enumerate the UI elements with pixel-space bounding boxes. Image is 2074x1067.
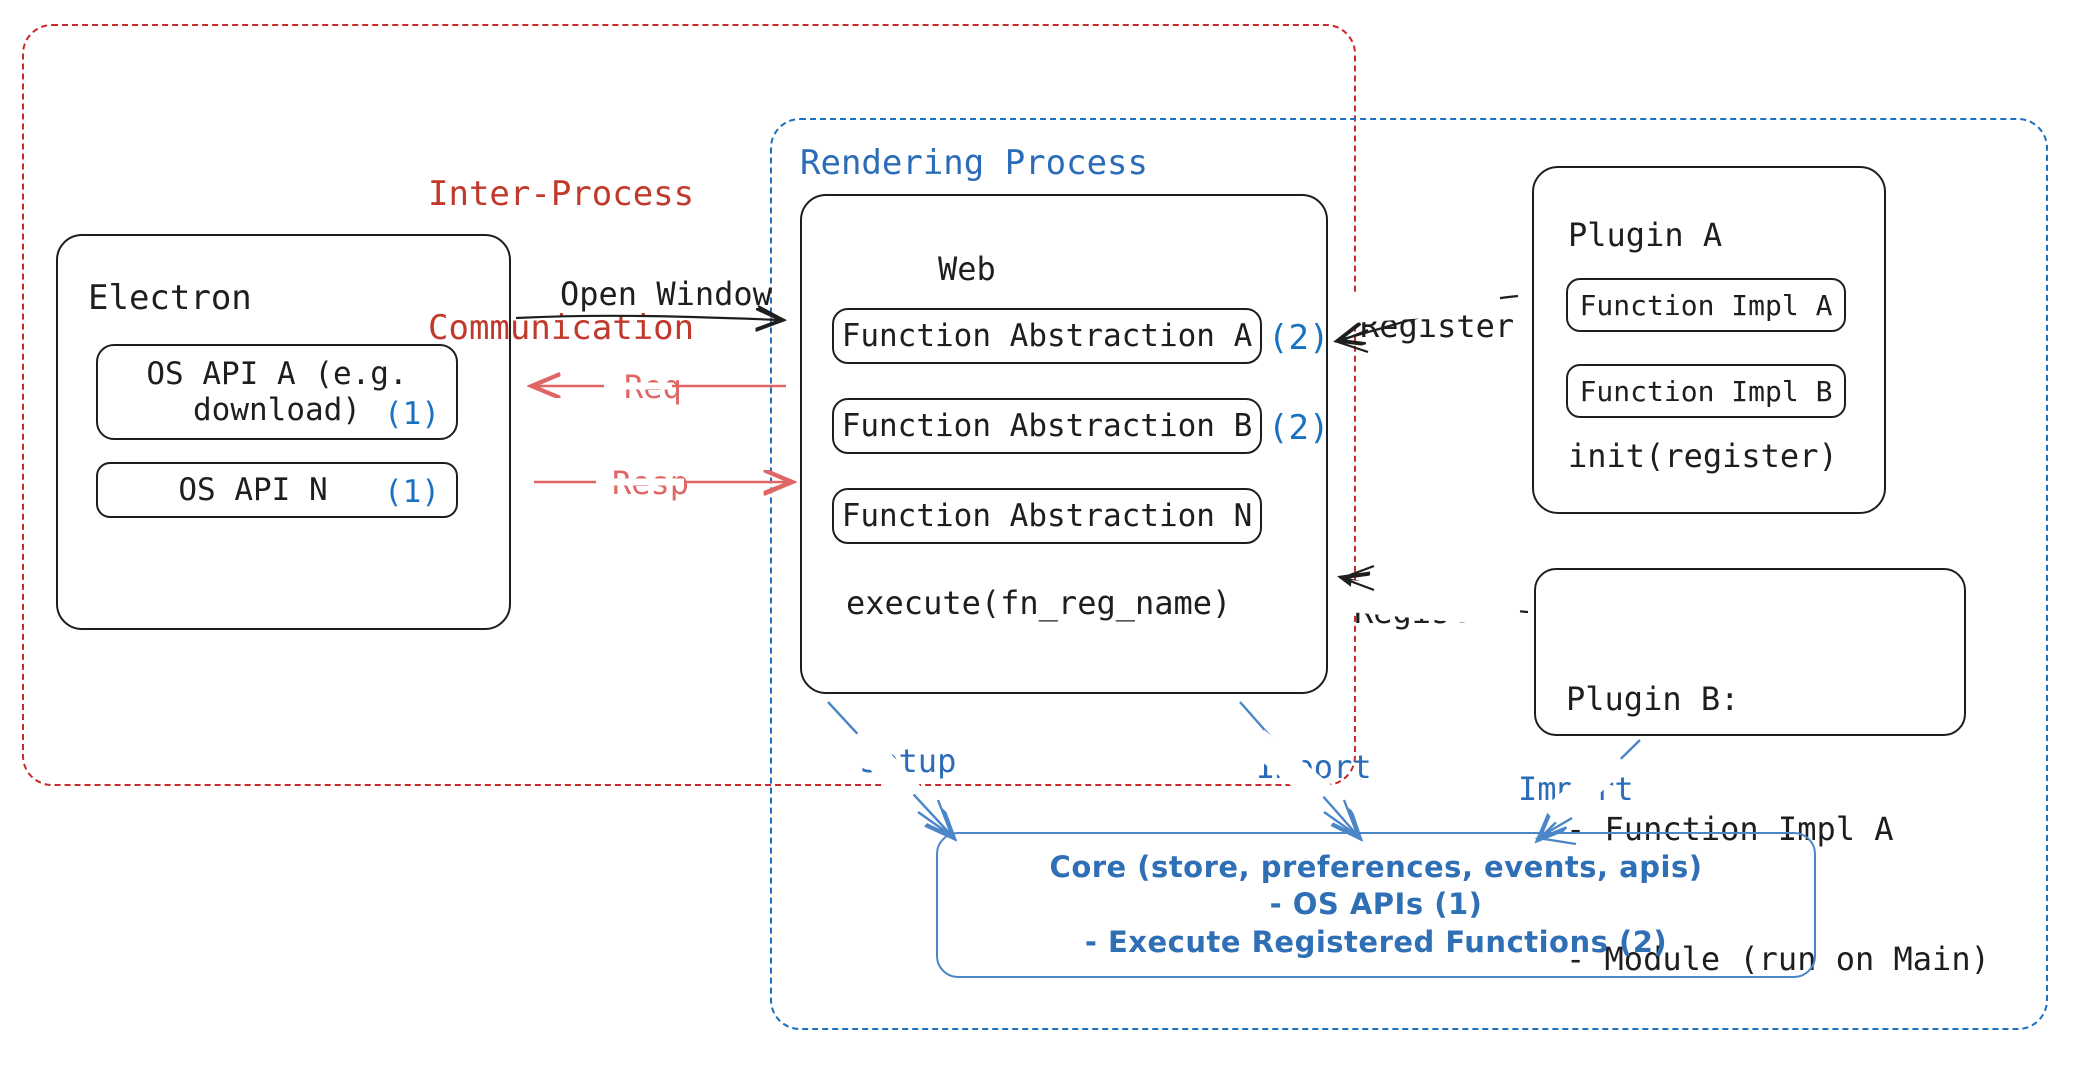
os-api-n-box[interactable]: OS API N: [96, 462, 458, 518]
import-web-label: Import: [1256, 748, 1372, 786]
function-abstraction-a-box[interactable]: Function Abstraction A: [832, 308, 1262, 364]
plugin-b-item-1: - Module (run on Main): [1566, 939, 1990, 978]
function-impl-b-label: Function Impl B: [1579, 374, 1833, 408]
open-window-label: Open Window: [560, 275, 772, 313]
web-box: [800, 194, 1328, 694]
os-api-n-marker: (1): [384, 474, 440, 510]
resp-label: Resp: [612, 464, 690, 502]
function-abstraction-a-marker: (2): [1268, 318, 1330, 358]
os-api-a-marker: (1): [384, 396, 440, 432]
plugin-a-init-label: init(register): [1568, 437, 1838, 475]
os-api-a-box[interactable]: OS API A (e.g. download): [96, 344, 458, 440]
os-api-a-line1: OS API A (e.g.: [146, 356, 408, 392]
function-abstraction-n-label: Function Abstraction N: [841, 498, 1253, 534]
core-line-2: - Execute Registered Functions (2): [1084, 924, 1668, 959]
core-line-0: Core (store, preferences, events, apis): [1049, 850, 1703, 885]
plugin-b-box: [1534, 568, 1966, 736]
plugin-b-title: Plugin B:: [1566, 680, 1740, 719]
rendering-process-label: Rendering Process: [800, 143, 1148, 183]
function-abstraction-n-box[interactable]: Function Abstraction N: [832, 488, 1262, 544]
function-abstraction-a-label: Function Abstraction A: [841, 318, 1253, 354]
core-box: Core (store, preferences, events, apis) …: [936, 832, 1816, 978]
ipc-container: [22, 24, 1356, 786]
function-impl-a-box[interactable]: Function Impl A: [1566, 278, 1846, 332]
web-title: Web: [938, 250, 996, 288]
req-label: Req: [624, 368, 682, 406]
function-abstraction-b-box[interactable]: Function Abstraction B: [832, 398, 1262, 454]
rendering-process-container: [770, 118, 2048, 1030]
os-api-a-line2: download): [193, 392, 361, 428]
ipc-label-line1: Inter-Process: [428, 173, 695, 214]
plugin-a-title: Plugin A: [1568, 216, 1723, 254]
electron-box: [56, 234, 511, 630]
register-a-label: Register: [1360, 307, 1515, 345]
import-plugin-label: Import: [1518, 770, 1634, 808]
web-execute-label: execute(fn_reg_name): [846, 584, 1232, 622]
os-api-n-label: OS API N: [178, 472, 328, 508]
function-abstraction-b-marker: (2): [1268, 408, 1330, 448]
function-abstraction-b-label: Function Abstraction B: [841, 408, 1253, 444]
setup-label: Setup: [860, 742, 957, 780]
core-line-1: - OS APIs (1): [1269, 887, 1483, 922]
register-b-label: Register: [1354, 593, 1509, 631]
plugin-a-box: [1532, 166, 1886, 514]
function-impl-b-box[interactable]: Function Impl B: [1566, 364, 1846, 418]
plugin-b-content: Plugin B: - Function Impl A - Module (ru…: [1566, 592, 1990, 1067]
ipc-label: Inter-Process Communication: [428, 82, 694, 441]
electron-title: Electron: [88, 278, 252, 318]
function-impl-a-label: Function Impl A: [1579, 288, 1833, 322]
